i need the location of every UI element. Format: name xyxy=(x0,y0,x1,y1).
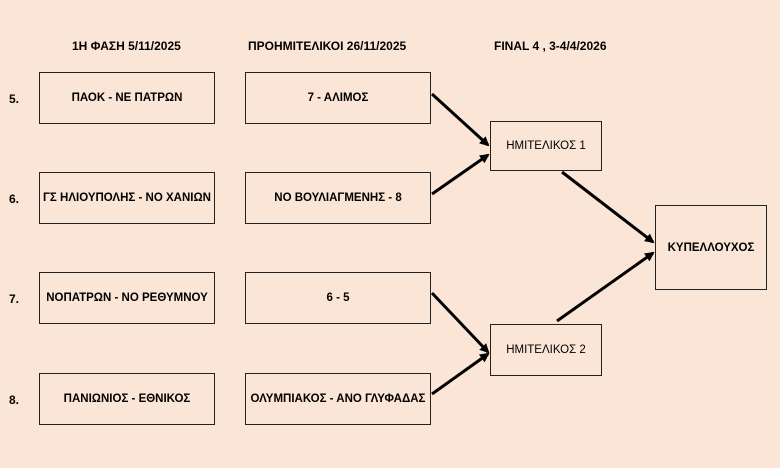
header-round1: 1Η ΦΑΣΗ 5/11/2025 xyxy=(72,39,181,53)
cup-winner-box: ΚΥΠΕΛΛΟΥΧΟΣ xyxy=(655,205,767,290)
round1-match-6-label: ΓΣ ΗΛΙΟΥΠΟΛΗΣ - ΝΟ ΧΑΝΙΩΝ xyxy=(43,192,211,204)
arrow-pq4-to-sf2 xyxy=(431,352,490,396)
row-number-5: 5. xyxy=(9,92,20,106)
round1-match-6: ΓΣ ΗΛΙΟΥΠΟΛΗΣ - ΝΟ ΧΑΝΙΩΝ xyxy=(39,172,215,224)
prequarter-match-3: 6 - 5 xyxy=(245,272,431,324)
semifinal-2-label: ΗΜΙΤΕΛΙΚΟΣ 2 xyxy=(506,344,586,356)
prequarter-match-3-label: 6 - 5 xyxy=(326,292,350,304)
arrow-pq1-to-sf1 xyxy=(430,92,490,147)
prequarter-match-4: ΟΛΥΜΠΙΑΚΟΣ - ΑΝΟ ΓΛΥΦΑΔΑΣ xyxy=(245,373,431,425)
round1-match-7-label: ΝΟΠΑΤΡΩΝ - ΝΟ ΡΕΘΥΜΝΟΥ xyxy=(46,292,208,304)
row-number-6: 6. xyxy=(9,192,20,206)
arrow-pq3-to-sf2 xyxy=(430,291,490,354)
row-number-7: 7. xyxy=(9,292,20,306)
round1-match-5: ΠΑΟΚ - ΝΕ ΠΑΤΡΩΝ xyxy=(39,72,215,124)
cup-winner-label: ΚΥΠΕΛΛΟΥΧΟΣ xyxy=(667,241,755,254)
round1-match-8-label: ΠΑΝΙΩΝΙΟΣ - ΕΘΝΙΚΟΣ xyxy=(63,393,191,405)
header-prequarterfinals: ΠΡΟΗΜΙΤΕΛΙΚΟΙ 26/11/2025 xyxy=(248,39,407,53)
arrow-sf1-to-winner xyxy=(561,170,655,244)
prequarter-match-1-label: 7 - ΑΛΙΜΟΣ xyxy=(307,92,369,104)
round1-match-7: ΝΟΠΑΤΡΩΝ - ΝΟ ΡΕΘΥΜΝΟΥ xyxy=(39,272,215,324)
semifinal-1: ΗΜΙΤΕΛΙΚΟΣ 1 xyxy=(490,121,602,171)
prequarter-match-2-label: ΝΟ ΒΟΥΛΙΑΓΜΕΝΗΣ - 8 xyxy=(274,192,402,204)
semifinal-1-label: ΗΜΙΤΕΛΙΚΟΣ 1 xyxy=(506,140,586,152)
arrow-pq2-to-sf1 xyxy=(431,153,490,196)
prequarter-match-1: 7 - ΑΛΙΜΟΣ xyxy=(245,72,431,124)
header-final4: FINAL 4 , 3-4/4/2026 xyxy=(494,39,607,53)
prequarter-match-2: ΝΟ ΒΟΥΛΙΑΓΜΕΝΗΣ - 8 xyxy=(245,172,431,224)
semifinal-2: ΗΜΙΤΕΛΙΚΟΣ 2 xyxy=(490,324,602,376)
arrow-sf2-to-winner xyxy=(556,251,655,323)
round1-match-5-label: ΠΑΟΚ - ΝΕ ΠΑΤΡΩΝ xyxy=(71,92,183,104)
round1-match-8: ΠΑΝΙΩΝΙΟΣ - ΕΘΝΙΚΟΣ xyxy=(39,373,215,425)
prequarter-match-4-label: ΟΛΥΜΠΙΑΚΟΣ - ΑΝΟ ΓΛΥΦΑΔΑΣ xyxy=(250,393,426,405)
row-number-8: 8. xyxy=(9,393,20,407)
